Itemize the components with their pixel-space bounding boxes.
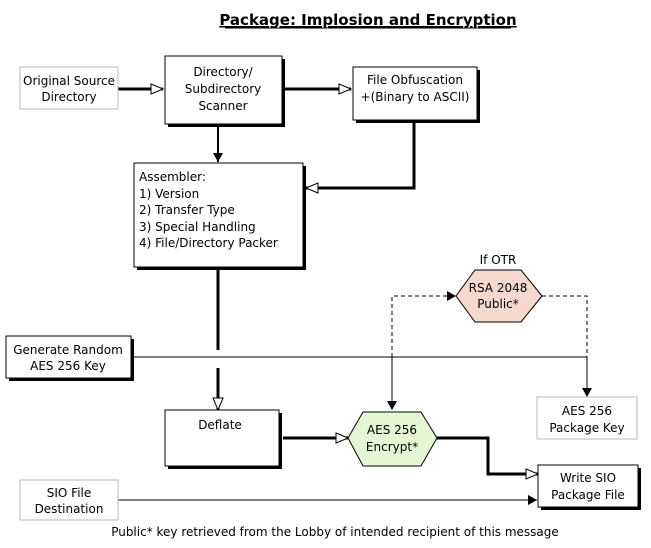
node-assembler-heading: Assembler:: [139, 170, 206, 184]
if-otr-label: If OTR: [480, 253, 517, 267]
node-scanner-line3: Scanner: [198, 99, 247, 113]
node-scanner: Directory/ Subdirectory Scanner: [164, 55, 285, 127]
arrow-obfuscation-to-assembler: [306, 123, 416, 188]
node-encrypt-line2: Encrypt*: [366, 440, 418, 454]
dashed-rsa-to-key-line: [542, 295, 588, 357]
arrow-dashed-to-rsa: [391, 291, 456, 357]
node-rsa-public: RSA 2048 Public*: [455, 269, 543, 323]
node-deflate-label: Deflate: [198, 418, 242, 432]
node-assembler-item-2: 2) Transfer Type: [139, 203, 235, 217]
node-scanner-line1: Directory/: [193, 65, 253, 79]
node-sio-destination: SIO File Destination: [19, 479, 119, 521]
node-encrypt-line1: AES 256: [367, 423, 417, 437]
node-obfuscation-line1: File Obfuscation: [367, 73, 463, 87]
node-original-source: Original Source Directory: [19, 66, 119, 110]
diagram-title: Package: Implosion and Encryption: [219, 11, 516, 29]
node-aes-key-line2: Package Key: [549, 421, 624, 435]
node-rsa-line1: RSA 2048: [469, 281, 528, 295]
node-assembler-item-1: 1) Version: [139, 187, 199, 201]
node-sio-destination-line2: Destination: [35, 502, 104, 516]
node-aes-encrypt: AES 256 Encrypt*: [347, 411, 438, 467]
node-generate-key-line1: Generate Random: [13, 343, 123, 357]
arrow-encrypt-to-write-sio: [436, 436, 538, 474]
arrow-generate-to-aes-key: [134, 356, 592, 397]
node-deflate: Deflate: [164, 409, 282, 469]
node-assembler: Assembler: 1) Version 2) Transfer Type 3…: [133, 162, 306, 270]
node-assembler-item-4: 4) File/Directory Packer: [139, 236, 278, 250]
node-obfuscation-line2: +(Binary to ASCII): [361, 90, 470, 104]
node-scanner-line2: Subdirectory: [185, 82, 262, 96]
node-aes-package-key: AES 256 Package Key: [536, 396, 638, 440]
node-rsa-line2: Public*: [477, 297, 519, 311]
node-generate-key: Generate Random AES 256 Key: [5, 335, 134, 381]
node-write-sio-line2: Package File: [551, 488, 625, 502]
node-aes-key-line1: AES 256: [562, 404, 612, 418]
footnote: Public* key retrieved from the Lobby of …: [111, 525, 559, 539]
node-obfuscation: File Obfuscation +(Binary to ASCII): [352, 66, 480, 123]
node-original-source-line2: Directory: [41, 90, 96, 104]
node-write-sio: Write SIO Package File: [537, 464, 641, 510]
node-assembler-item-3: 3) Special Handling: [139, 220, 256, 234]
node-write-sio-line1: Write SIO: [560, 471, 616, 485]
node-generate-key-line2: AES 256 Key: [30, 359, 106, 373]
node-original-source-line1: Original Source: [23, 74, 115, 88]
node-sio-destination-line1: SIO File: [47, 486, 92, 500]
